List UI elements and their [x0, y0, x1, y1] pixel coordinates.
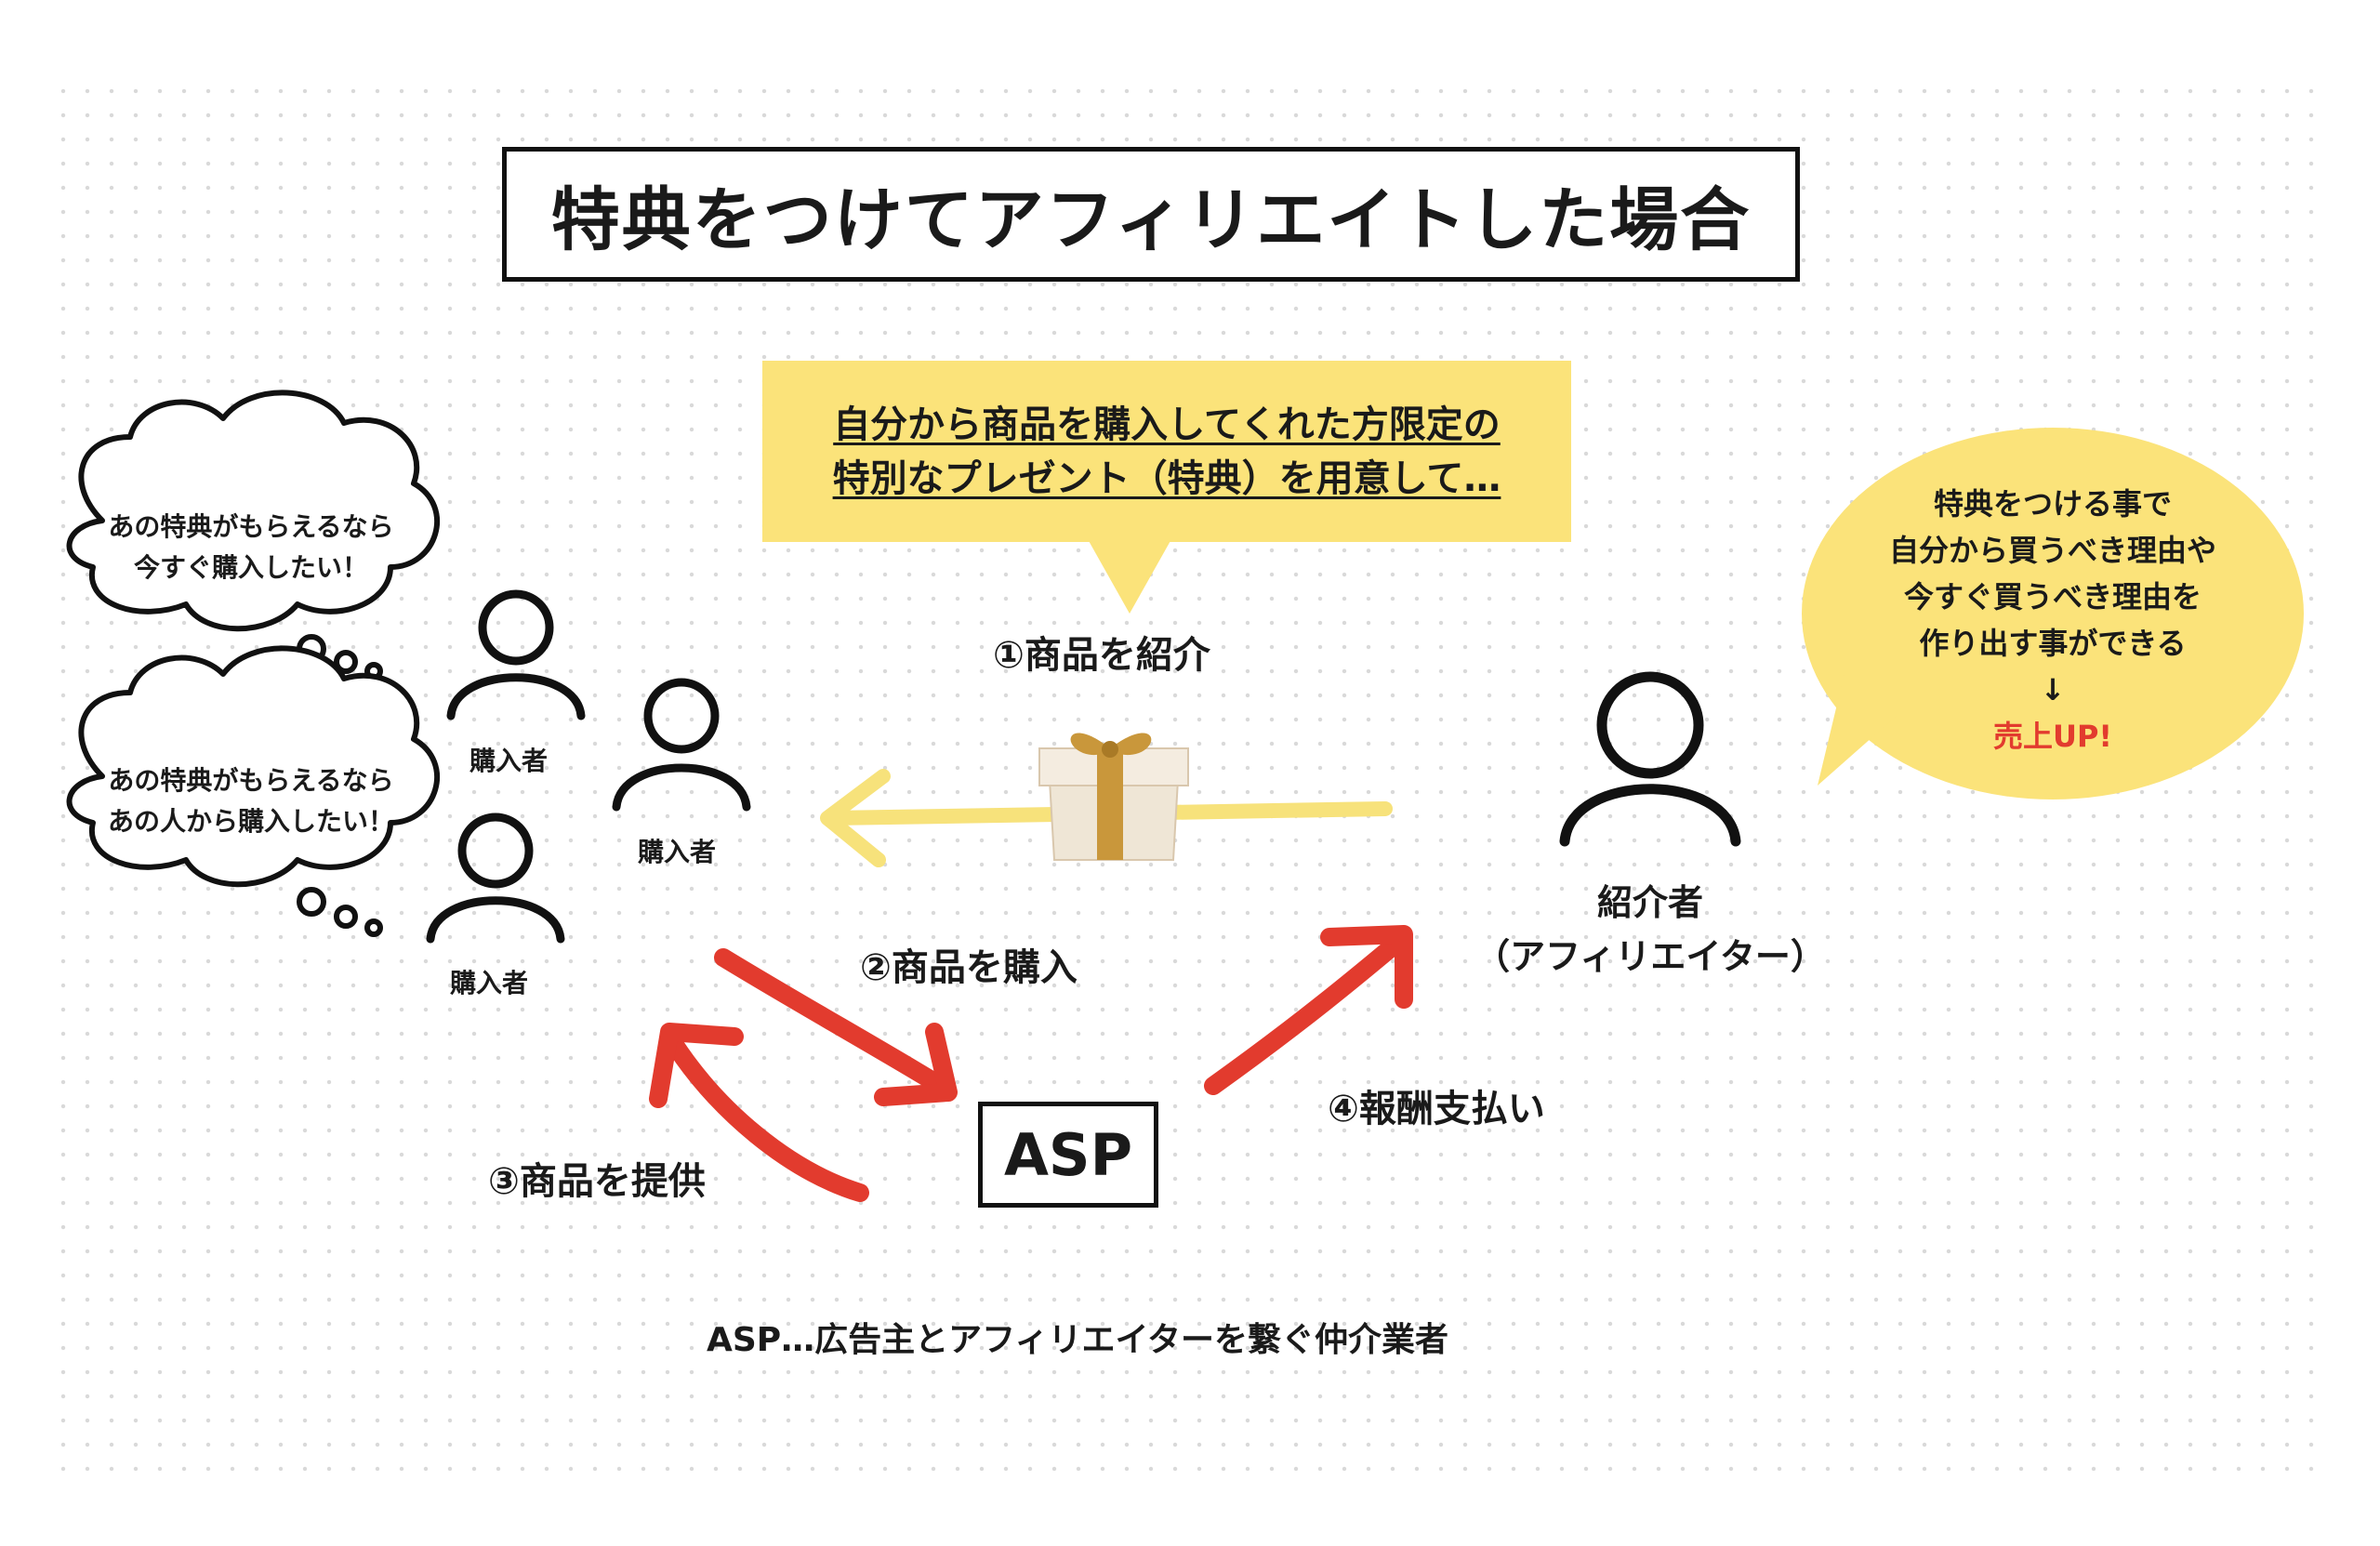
asp-box: ASP — [978, 1102, 1158, 1208]
gift-icon — [1038, 733, 1189, 861]
buyer-icon-3 — [426, 813, 565, 944]
buyer-label-1: 購入者 — [469, 746, 549, 776]
red-arrow-step4 — [1204, 925, 1413, 1095]
buyer-icon-1 — [446, 589, 586, 720]
thought-cloud-2-line-1: あの特典がもらえるなら — [108, 765, 394, 796]
callout-line-2: 特別なプレゼント（特典）を用意して… — [832, 456, 1501, 500]
step4-label: ④報酬支払い — [1328, 1088, 1545, 1130]
sales-up-text: 売上UP! — [1992, 719, 2113, 754]
thought-cloud-1-text: あの特典がもらえるなら 今すぐ購入したい！ — [74, 507, 428, 588]
special-gift-callout: 自分から商品を購入してくれた方限定の 特別なプレゼント（特典）を用意して… — [762, 361, 1571, 542]
buyer-label-3: 購入者 — [450, 968, 529, 998]
introducer-label-line-1: 紹介者 — [1596, 882, 1703, 923]
callout-line-1: 自分から商品を購入してくれた方限定の — [833, 403, 1501, 446]
speech-bubble-line-2: 自分から買うべき理由や — [1888, 533, 2216, 568]
buyer-icon-2 — [612, 678, 751, 812]
thought-cloud-1-line-1: あの特典がもらえるなら — [108, 511, 394, 542]
speech-bubble-text: 特典をつける事で 自分から買うべき理由や 今すぐ買うべき理由を 作り出す事ができ… — [1831, 481, 2274, 760]
asp-footnote: ASP…広告主とアフィリエイターを繋ぐ仲介業者 — [707, 1321, 1449, 1359]
page-title: 特典をつけてアフィリエイトした場合 — [502, 147, 1800, 282]
introducer-icon — [1559, 671, 1741, 847]
thought-cloud-1-line-2: 今すぐ購入したい！ — [133, 552, 368, 583]
step3-label: ③商品を提供 — [488, 1160, 706, 1203]
speech-bubble-line-3: 今すぐ買うべき理由を — [1903, 579, 2202, 614]
callout-pointer — [1088, 539, 1171, 614]
red-arrow-step2 — [714, 948, 958, 1106]
thought-cloud-2-line-2: あの人から購入したい！ — [107, 806, 394, 837]
speech-bubble — [1802, 428, 2304, 799]
step1-label: ①商品を紹介 — [993, 634, 1210, 677]
introducer-label: 紹介者 （アフィリエイター） — [1450, 876, 1850, 984]
thought-cloud-2-text: あの特典がもらえるなら あの人から購入したい！ — [74, 760, 428, 842]
introducer-label-line-2: （アフィリエイター） — [1474, 936, 1826, 977]
speech-bubble-line-4: 作り出す事ができる — [1919, 626, 2187, 661]
step2-label: ②商品を購入 — [860, 946, 1078, 989]
buyer-label-2: 購入者 — [638, 837, 717, 867]
speech-bubble-line-1: 特典をつける事で — [1933, 486, 2172, 522]
down-arrow: ↓ — [2040, 672, 2066, 707]
thought-cloud-2 — [66, 645, 440, 937]
red-arrow-step3 — [649, 1023, 869, 1202]
thought-cloud-1 — [66, 390, 440, 681]
